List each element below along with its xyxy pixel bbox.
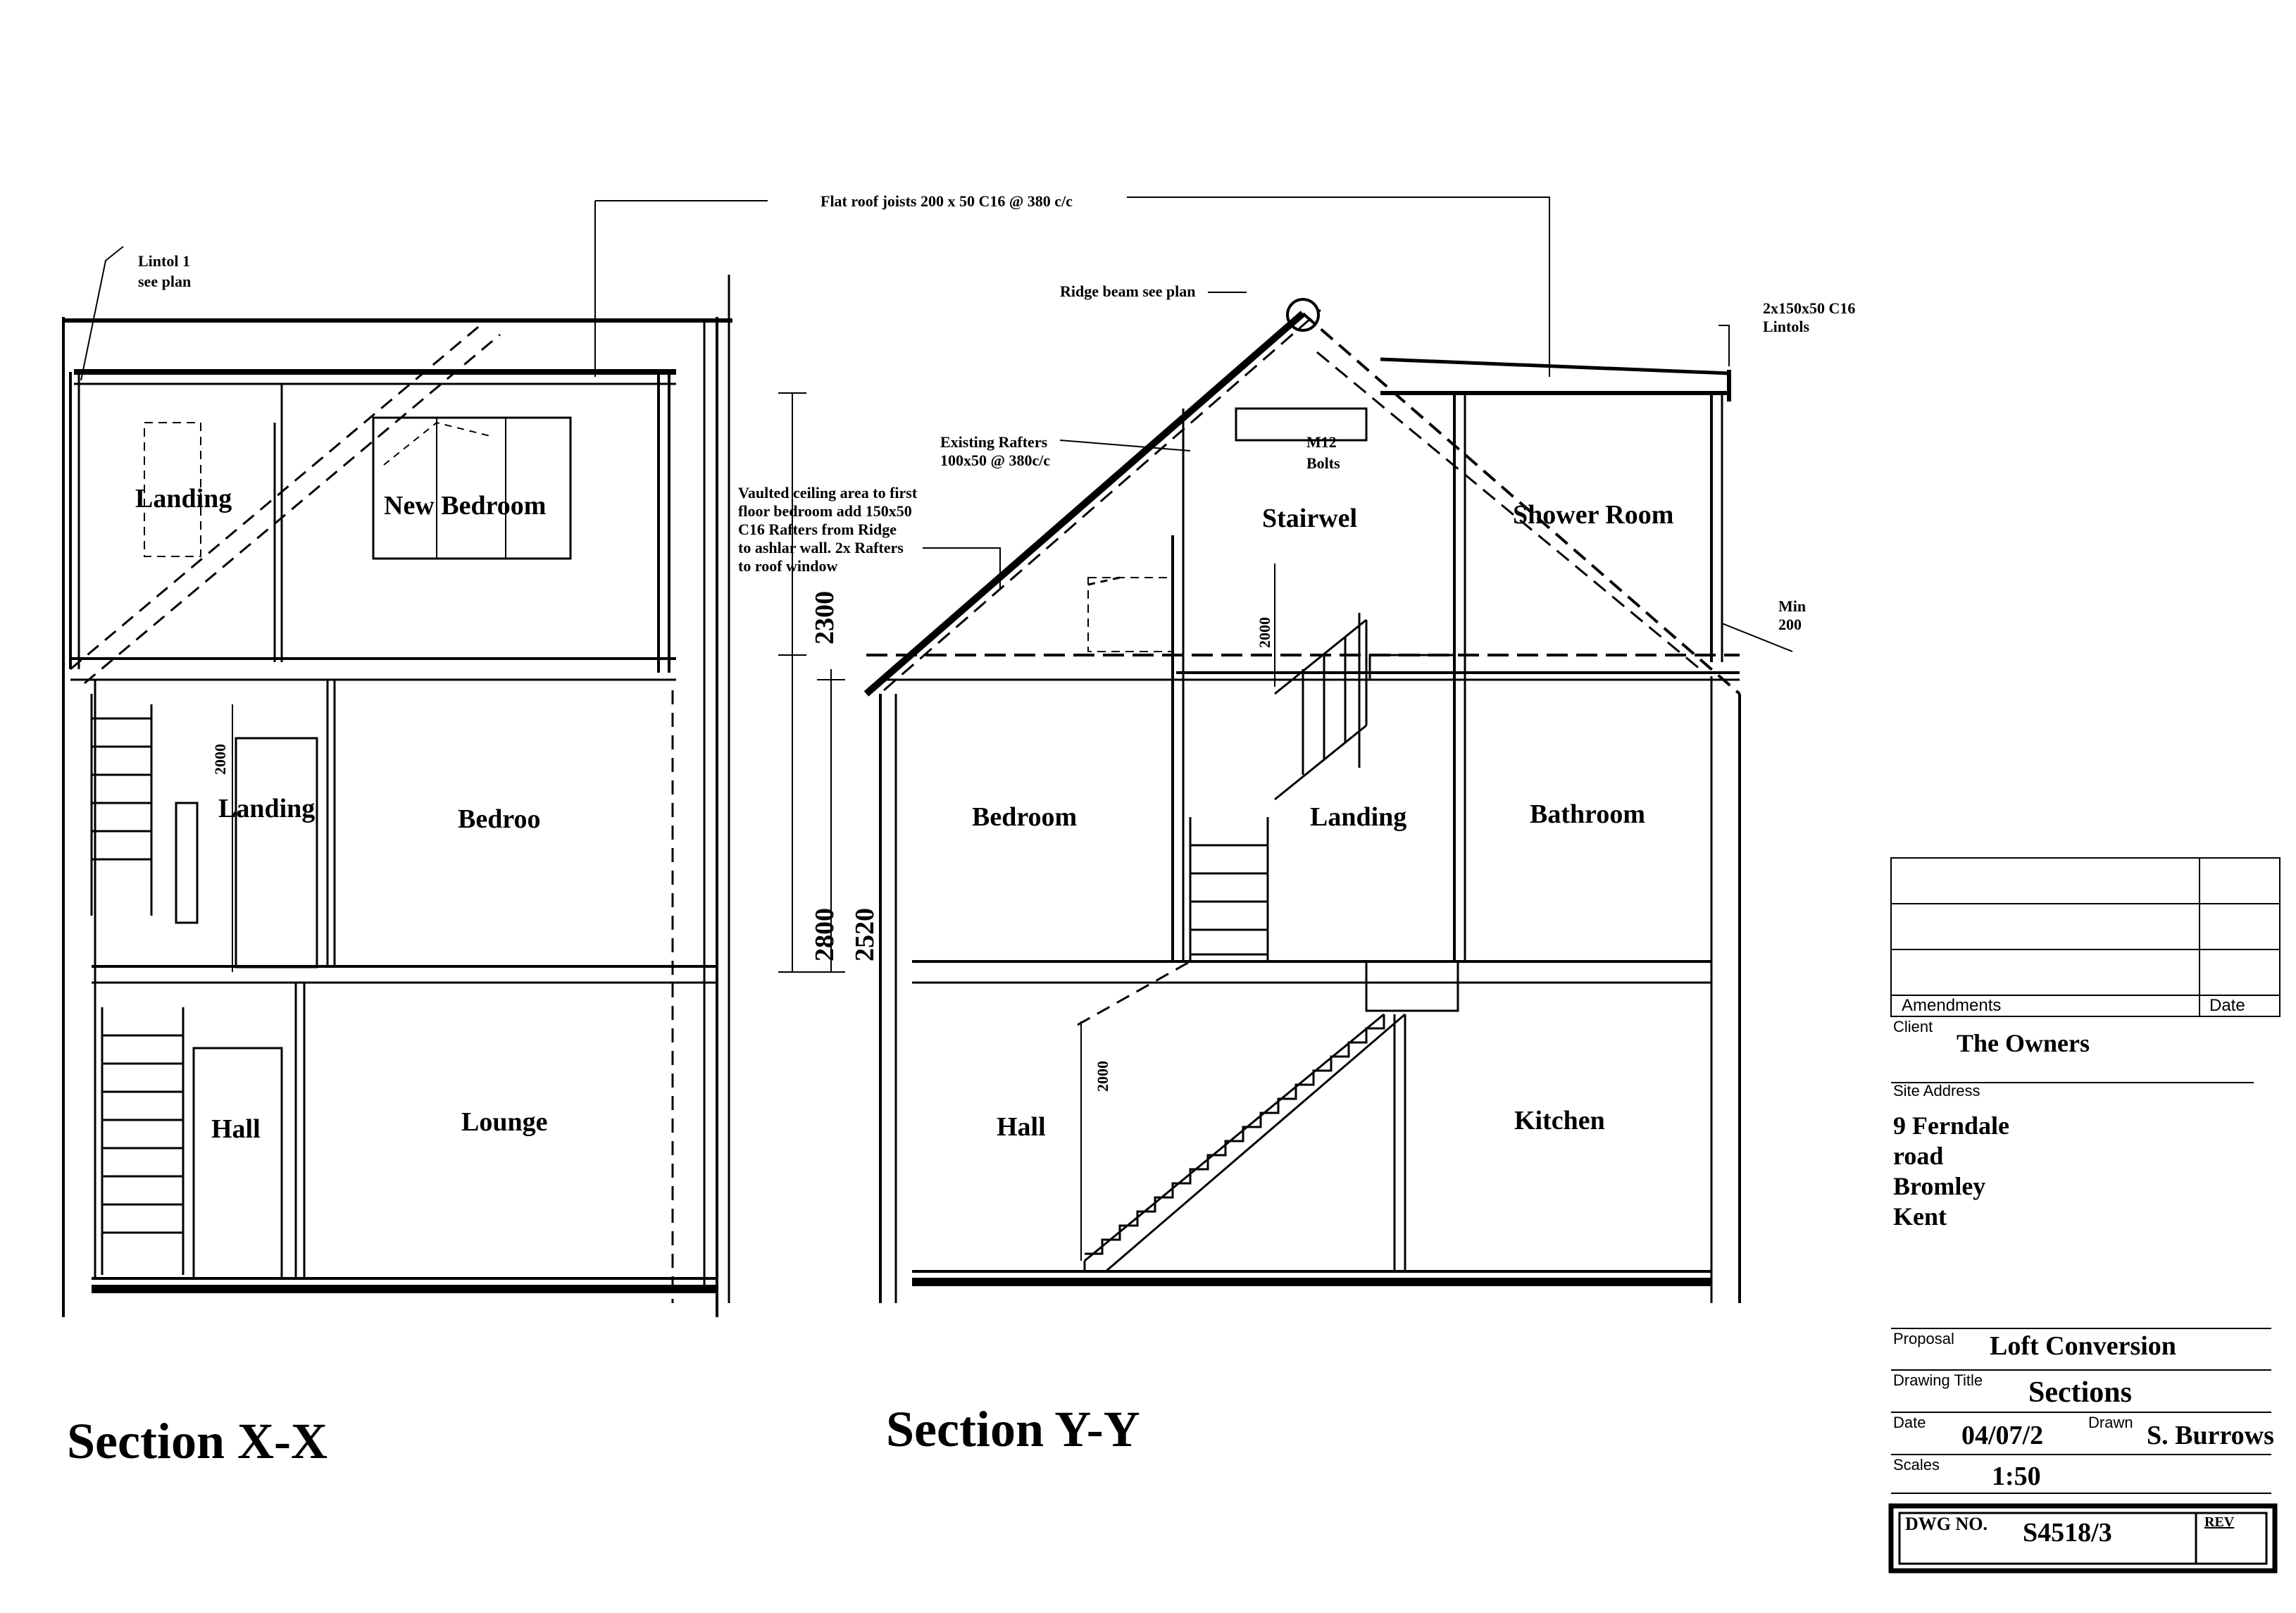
flat-roof-label: Flat roof joists 200 x 50 C16 @ 380 c/c	[821, 192, 1073, 210]
dim-2000-yy-loft: 2000	[1256, 617, 1273, 648]
existing-rafters-line-2: 100x50 @ 380c/c	[940, 451, 1050, 469]
date-value: 04/07/2	[1961, 1421, 2043, 1450]
room-lounge: Lounge	[461, 1107, 547, 1137]
room-stairwell: Stairwel	[1262, 504, 1357, 533]
title-block: Amendments Date Client Site Address Prop…	[1888, 857, 2281, 1574]
vaulted-line-1: Vaulted ceiling area to first	[738, 484, 918, 502]
section-xx-title: Section X-X	[67, 1413, 327, 1469]
room-landing-first-xx: Landing	[218, 794, 315, 823]
section-yy-title: Section Y-Y	[886, 1401, 1140, 1457]
room-shower-room: Shower Room	[1513, 500, 1673, 530]
scales-label: Scales	[1893, 1456, 1940, 1474]
client-value: The Owners	[1957, 1029, 2090, 1057]
amendments-label: Amendments	[1902, 996, 2001, 1015]
room-hall-xx: Hall	[211, 1114, 261, 1144]
site-address-line-4: Kent	[1893, 1202, 1947, 1231]
site-address-line-2: road	[1893, 1142, 1943, 1170]
bolts-line-2: Bolts	[1306, 454, 1340, 472]
room-bedroom-xx: Bedroo	[458, 804, 541, 834]
room-landing-yy: Landing	[1310, 802, 1406, 832]
vaulted-line-2: floor bedroom add 150x50	[738, 502, 912, 520]
vaulted-line-4: to ashlar wall. 2x Rafters	[738, 539, 904, 556]
min-200-line-2: 200	[1778, 616, 1802, 633]
dim-2520: 2520	[850, 908, 880, 961]
proposal-value: Loft Conversion	[1990, 1331, 2176, 1361]
site-address-line-3: Bromley	[1893, 1172, 1985, 1200]
room-bathroom: Bathroom	[1530, 799, 1645, 829]
section-xx-drawing	[62, 275, 732, 1317]
dim-2000-xx: 2000	[211, 744, 229, 775]
room-landing-loft-xx: Landing	[135, 484, 232, 513]
drawing-title-value: Sections	[2028, 1376, 2132, 1409]
drawn-value: S. Burrows	[2147, 1421, 2274, 1450]
vaulted-line-3: C16 Rafters from Ridge	[738, 521, 897, 538]
lintol-line-1: Lintol 1	[138, 252, 190, 270]
lintels-right-line-2: Lintols	[1763, 318, 1809, 335]
site-address-label: Site Address	[1893, 1082, 1980, 1100]
room-new-bedroom: New Bedroom	[384, 491, 546, 521]
leader-lines	[80, 197, 1730, 588]
lintels-right-line-1: 2x150x50 C16	[1763, 299, 1855, 317]
site-address-line-1: 9 Ferndale	[1893, 1111, 2009, 1140]
lintol-line-2: see plan	[138, 273, 191, 290]
dim-2300: 2300	[810, 591, 840, 644]
date-column-label: Date	[2209, 996, 2245, 1015]
room-hall-yy: Hall	[997, 1112, 1046, 1142]
ridge-beam-label: Ridge beam see plan	[1060, 282, 1196, 300]
client-label: Client	[1893, 1018, 1933, 1035]
rev-label: REV	[2204, 1514, 2235, 1530]
proposal-label: Proposal	[1893, 1330, 1954, 1347]
existing-rafters-line-1: Existing Rafters	[940, 433, 1048, 451]
drawing-title-label: Drawing Title	[1893, 1371, 1983, 1389]
dim-2000-yy-ground: 2000	[1094, 1061, 1111, 1092]
vaulted-line-5: to roof window	[738, 557, 837, 575]
room-bedroom-yy: Bedroom	[972, 802, 1077, 832]
date-label: Date	[1893, 1414, 1926, 1431]
bolts-line-1: M12	[1306, 433, 1337, 451]
min-200-line-1: Min	[1778, 597, 1806, 615]
scale-value: 1:50	[1992, 1462, 2041, 1491]
dwg-number: S4518/3	[2023, 1518, 2112, 1547]
room-kitchen: Kitchen	[1514, 1106, 1605, 1135]
dim-2800: 2800	[810, 908, 840, 961]
section-yy-drawing	[232, 298, 1793, 1303]
dwg-label: DWG NO.	[1905, 1514, 1988, 1534]
drawn-label: Drawn	[2088, 1414, 2133, 1431]
